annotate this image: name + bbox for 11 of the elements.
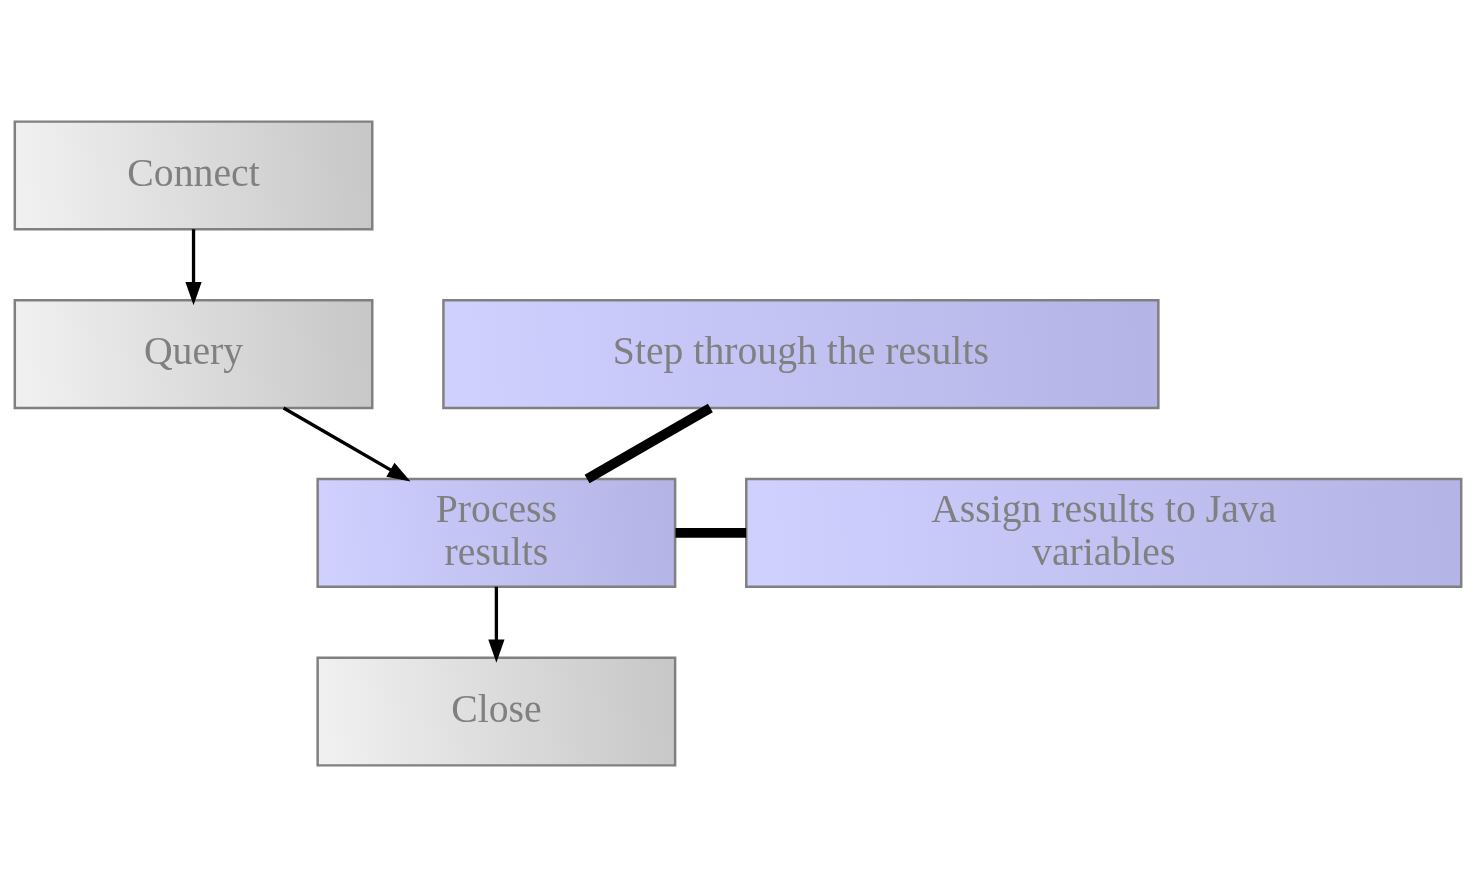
node-box: Process results: [316, 477, 677, 588]
node-box: Step through the results: [442, 299, 1160, 410]
arrow: [185, 229, 202, 306]
connector: [584, 403, 713, 484]
node-box: Connect: [13, 120, 374, 231]
node-box: Close: [316, 656, 677, 767]
arrow: [282, 406, 411, 482]
node-box: Assign results to Java variables: [745, 477, 1463, 588]
connector: [675, 527, 747, 538]
node-box: Query: [13, 299, 374, 410]
arrow: [488, 586, 505, 663]
